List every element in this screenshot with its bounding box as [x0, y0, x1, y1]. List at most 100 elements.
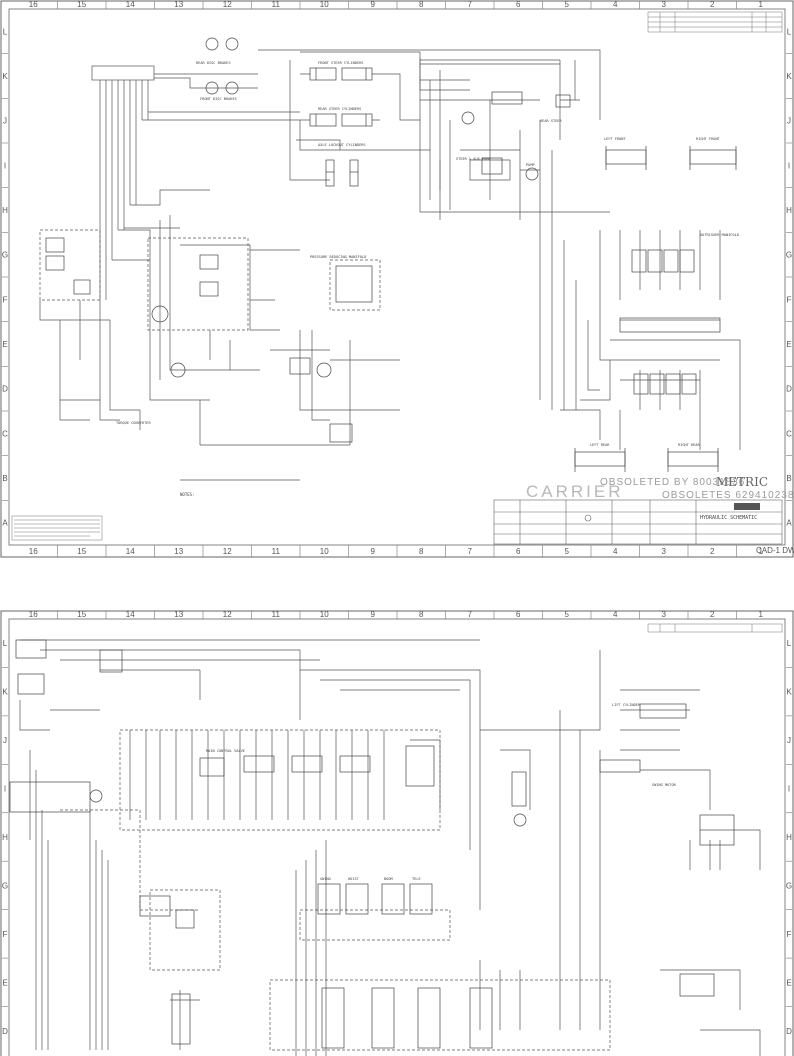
- grid-column-label: 13: [174, 547, 183, 556]
- label-main-pump: PUMP: [526, 163, 535, 167]
- grid-row-label: L: [3, 27, 8, 36]
- sheet-1-frame: [0, 0, 794, 558]
- grid-row-label: J: [787, 736, 791, 745]
- grid-row-label: B: [2, 474, 7, 483]
- grid-row-label: L: [787, 639, 792, 648]
- grid-column-label: 2: [710, 0, 715, 9]
- grid-column-label: 13: [174, 0, 183, 9]
- grid-row-label: K: [2, 688, 8, 697]
- label-boom: BOOM: [384, 877, 393, 881]
- grid-column-label: 4: [613, 547, 618, 556]
- grid-column-label: 6: [516, 547, 521, 556]
- grid-row-label: F: [3, 295, 8, 304]
- grid-column-label: 6: [516, 610, 521, 619]
- disc-brakes: [205, 37, 239, 95]
- grid-row-label: I: [4, 785, 6, 794]
- label-pressure-reducing: PRESSURE REDUCING MANIFOLD: [310, 255, 366, 259]
- grid-column-label: 8: [419, 610, 424, 619]
- grid-column-label: 9: [371, 610, 376, 619]
- grid-column-label: 1: [759, 610, 764, 619]
- label-hoist: HOIST: [348, 877, 360, 881]
- hydraulic-lines: [39, 49, 741, 481]
- grid-row-label: I: [4, 161, 6, 170]
- valve-sections-swing-hoist-boom-tele: [317, 883, 433, 915]
- hydraulic-lines-2: [19, 639, 761, 1056]
- label-tele: TELE: [412, 877, 421, 881]
- grid-row-label: E: [2, 978, 7, 987]
- grid-row-label: H: [786, 833, 792, 842]
- component-labels: REAR DISC BRAKES FRONT DISC BRAKES FRONT…: [116, 61, 739, 497]
- grid-column-label: 11: [272, 610, 281, 619]
- outrigger-extension-cylinders-front: [605, 146, 737, 170]
- grid-column-label: 12: [223, 0, 232, 9]
- revision-block: [647, 11, 783, 33]
- grid-row-label: J: [787, 117, 791, 126]
- label-left-rear: LEFT REAR: [590, 443, 610, 447]
- grid-row-label: D: [786, 385, 792, 394]
- carrier-watermark: CARRIER: [526, 482, 624, 501]
- grid-row-label: I: [788, 785, 790, 794]
- grid-row-label: F: [3, 930, 8, 939]
- grid-row-label: B: [786, 474, 791, 483]
- grid-row-label: F: [787, 930, 792, 939]
- grid-column-label: 1: [759, 547, 764, 556]
- grid-column-label: 16: [29, 547, 38, 556]
- label-front-brakes: FRONT DISC BRAKES: [200, 97, 237, 101]
- label-outrigger-manifold: OUTRIGGER MANIFOLD: [700, 233, 739, 237]
- grid-column-label: 15: [77, 610, 86, 619]
- grid-column-label: 2: [710, 610, 715, 619]
- grid-row-label: G: [786, 881, 792, 890]
- left-components: [9, 639, 715, 1045]
- grid-column-label: 10: [320, 610, 329, 619]
- label-notes: NOTES:: [180, 492, 194, 497]
- label-rear-steer-valve: REAR STEER: [540, 119, 562, 123]
- grid-column-label: 7: [468, 0, 473, 9]
- grid-column-label: 11: [272, 547, 281, 556]
- grid-column-label: 14: [126, 610, 135, 619]
- grid-row-label: D: [2, 385, 8, 394]
- grid-column-label: 4: [613, 0, 618, 9]
- grid-column-label: 7: [468, 547, 473, 556]
- grid-column-label: 13: [174, 610, 183, 619]
- revision-block-2: [647, 623, 783, 633]
- label-rear-brakes: REAR DISC BRAKES: [196, 61, 231, 65]
- grid-column-label: 1: [759, 0, 764, 9]
- label-right-front: RIGHT FRONT: [696, 137, 721, 141]
- grid-row-label: G: [2, 251, 8, 260]
- grid-row-label: H: [2, 206, 8, 215]
- grid-row-label: G: [786, 251, 792, 260]
- grid-column-label: 12: [223, 547, 232, 556]
- grid-column-label: 8: [419, 0, 424, 9]
- label-lift-cylinder: LIFT CYLINDER: [612, 703, 641, 707]
- title-block: [493, 499, 783, 545]
- grid-column-label: 14: [126, 0, 135, 9]
- lower-valve-bank: [321, 987, 493, 1049]
- main-control-valve: [199, 745, 435, 787]
- label-torque-converter: TORQUE CONVERTER: [116, 421, 151, 425]
- axle-lockout-cylinders: [325, 159, 359, 187]
- label-axle-lockout: AXLE LOCKOUT CYLINDERS: [318, 143, 366, 147]
- proprietary-notice-box: [11, 515, 103, 541]
- grid-column-label: 5: [565, 0, 570, 9]
- label-left-front: LEFT FRONT: [604, 137, 626, 141]
- grid-column-label: 5: [565, 610, 570, 619]
- grid-row-label: K: [2, 72, 8, 81]
- label-steer-pump: STEER & AUX PUMP: [456, 157, 491, 161]
- obsoletes-stamp: OBSOLETES 6294102385: [662, 490, 794, 501]
- grid-column-label: 14: [126, 547, 135, 556]
- grid-column-label: 3: [662, 0, 667, 9]
- grid-column-label: 16: [29, 610, 38, 619]
- grid-row-label: G: [2, 881, 8, 890]
- grid-row-label: L: [3, 639, 8, 648]
- grid-row-label: F: [787, 295, 792, 304]
- front-steer-cylinders: [309, 67, 373, 81]
- grid-column-label: 16: [29, 0, 38, 9]
- grid-row-label: K: [786, 72, 792, 81]
- grid-row-label: D: [2, 1027, 8, 1036]
